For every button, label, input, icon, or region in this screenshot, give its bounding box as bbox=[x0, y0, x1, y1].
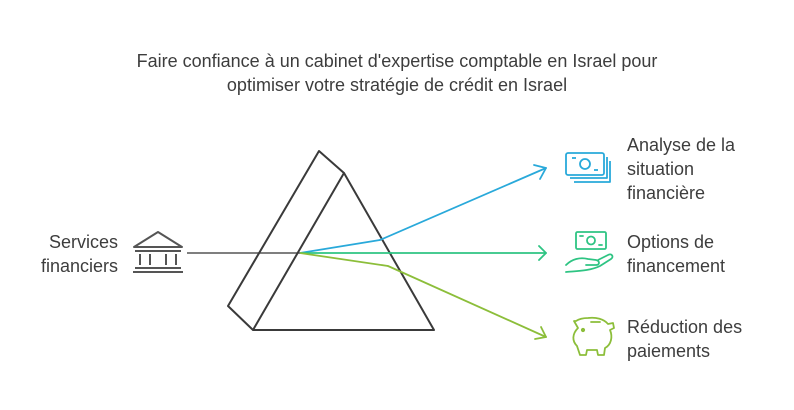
piggy-bank-icon bbox=[572, 316, 615, 356]
output-label-line: situation bbox=[627, 159, 695, 179]
prism-side-edges bbox=[227, 150, 345, 331]
output-label-line: Options de bbox=[627, 232, 715, 252]
output-label-line: paiements bbox=[627, 341, 711, 361]
diagram-title: Faire confiance à un cabinet d'expertise… bbox=[0, 49, 794, 97]
title-line-1: Faire confiance à un cabinet d'expertise… bbox=[136, 51, 658, 71]
output-label-line: Réduction des bbox=[627, 317, 743, 337]
arrow-options bbox=[391, 245, 547, 261]
source-label-line-2: financiers bbox=[40, 256, 118, 276]
source-label-line-1: Services bbox=[48, 232, 118, 252]
arrow-analyse bbox=[379, 164, 547, 241]
output-label-options: Options de financement bbox=[627, 230, 725, 278]
prism-front-face bbox=[252, 172, 435, 331]
output-label-reduction: Réduction des paiements bbox=[627, 315, 742, 363]
output-label-line: Analyse de la bbox=[627, 135, 736, 155]
output-label-line: financière bbox=[627, 183, 706, 203]
money-stack-icon bbox=[565, 152, 611, 183]
output-label-line: financement bbox=[627, 256, 726, 276]
cash-hand-icon bbox=[565, 231, 614, 273]
output-label-analyse: Analyse de la situation financière bbox=[627, 133, 735, 205]
bank-icon bbox=[133, 231, 183, 273]
title-line-2: optimiser votre stratégie de crédit en I… bbox=[226, 75, 568, 95]
prism bbox=[227, 150, 435, 331]
arrow-reduction bbox=[387, 265, 547, 340]
refracted-beam-olive bbox=[299, 252, 389, 267]
source-label: Services financiers bbox=[41, 230, 118, 278]
refracted-beam-blue bbox=[299, 239, 381, 254]
